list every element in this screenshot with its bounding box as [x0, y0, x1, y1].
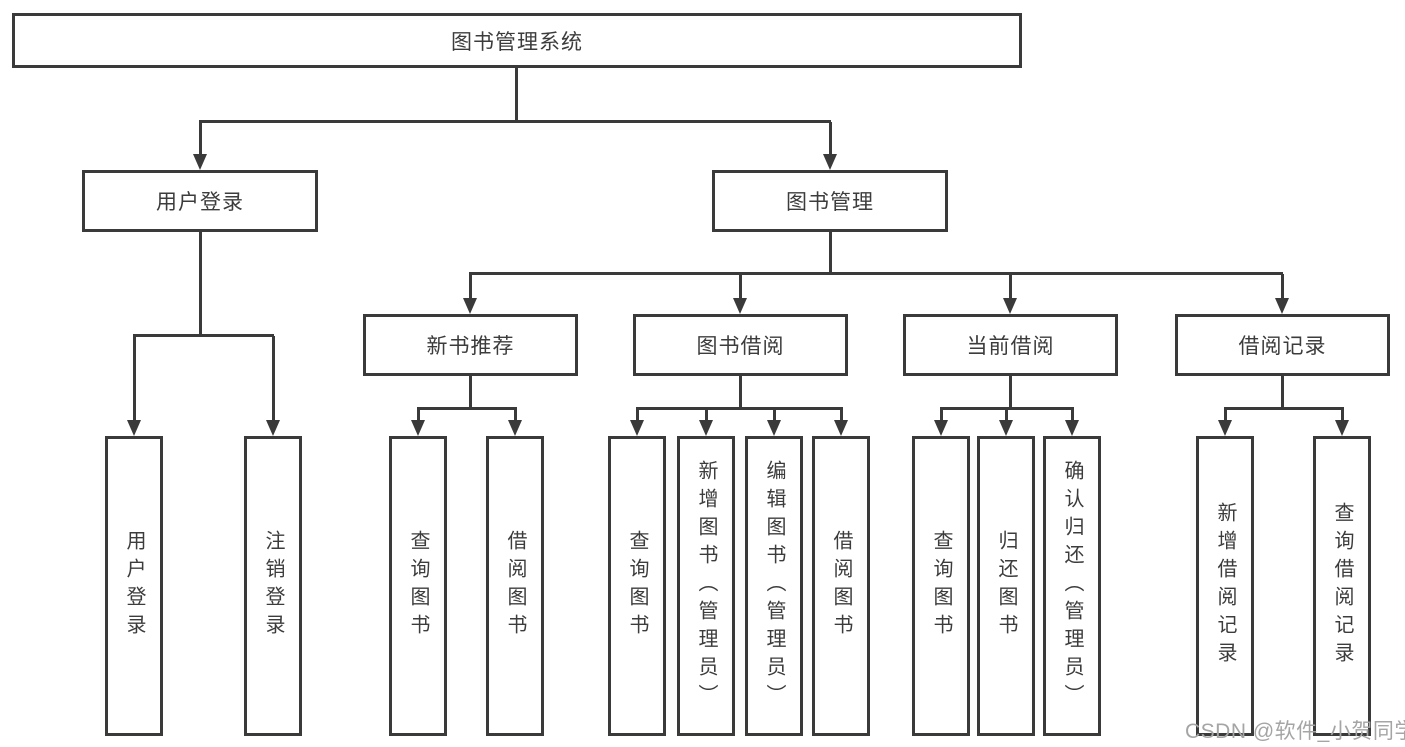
leaf-query-books: 查询图书 [389, 436, 447, 736]
arrow-down-icon [1065, 420, 1079, 436]
leaf-edit-books-admin: 编辑图书（管理员） [745, 436, 803, 736]
arrow-down-icon [699, 420, 713, 436]
arrow-down-icon [999, 420, 1013, 436]
arrow-down-icon [463, 298, 477, 314]
connector-drop [1224, 410, 1227, 421]
connector-branch [1224, 407, 1344, 410]
arrow-down-icon [934, 420, 948, 436]
leaf-add-books-admin: 新增图书（管理员） [677, 436, 735, 736]
connector-branch [636, 407, 843, 410]
connector-drop [1005, 410, 1008, 421]
arrow-down-icon [411, 420, 425, 436]
connector-user-login-drop [199, 122, 202, 155]
connector-drop [469, 274, 472, 300]
connector-drop [1341, 410, 1344, 421]
node-library-management-system: 图书管理系统 [12, 13, 1022, 68]
leaf-add-borrow-record: 新增借阅记录 [1196, 436, 1254, 736]
connector-branch [417, 407, 517, 410]
connector-user-login-stub [199, 232, 202, 336]
leaf-borrow-books: 借阅图书 [486, 436, 544, 736]
arrow-down-icon [823, 154, 837, 170]
node-new-book-recommend: 新书推荐 [363, 314, 578, 376]
node-label: 图书管理 [786, 191, 874, 214]
connector-drop [514, 410, 517, 421]
connector-book-mgmt-drop [829, 122, 832, 155]
connector-drop [636, 410, 639, 421]
connector-root-stub [515, 68, 518, 122]
connector-drop [133, 336, 136, 421]
connector-level3-branch [469, 272, 1283, 275]
leaf-user-login: 用户登录 [105, 436, 163, 736]
leaf-borrow-books: 借阅图书 [812, 436, 870, 736]
leaf-query-borrow-record: 查询借阅记录 [1313, 436, 1371, 736]
arrow-down-icon [733, 298, 747, 314]
node-borrow-records: 借阅记录 [1175, 314, 1390, 376]
arrow-down-icon [834, 420, 848, 436]
arrow-down-icon [1003, 298, 1017, 314]
arrow-down-icon [1335, 420, 1349, 436]
connector-book-mgmt-stub [829, 232, 832, 274]
arrow-down-icon [127, 420, 141, 436]
csdn-watermark: CSDN @软件_小贺同学 [1185, 720, 1405, 743]
connector-drop [739, 274, 742, 300]
node-user-login: 用户登录 [82, 170, 318, 232]
connector-drop [272, 336, 275, 421]
connector-stub [739, 376, 742, 409]
node-label: 当前借阅 [966, 335, 1055, 358]
arrow-down-icon [1275, 298, 1289, 314]
connector-drop [840, 410, 843, 421]
node-book-management: 图书管理 [712, 170, 948, 232]
arrow-down-icon [1218, 420, 1232, 436]
node-current-borrow: 当前借阅 [903, 314, 1118, 376]
leaf-query-books: 查询图书 [912, 436, 970, 736]
arrow-down-icon [767, 420, 781, 436]
connector-drop [705, 410, 708, 421]
connector-branch [940, 407, 1074, 410]
node-book-borrow: 图书借阅 [633, 314, 848, 376]
connector-stub [1281, 376, 1284, 409]
connector-user-login-branch [133, 334, 274, 337]
connector-drop [773, 410, 776, 421]
arrow-down-icon [193, 154, 207, 170]
leaf-return-books: 归还图书 [977, 436, 1035, 736]
node-label: 图书管理系统 [451, 30, 583, 54]
connector-stub [469, 376, 472, 409]
connector-level2-branch [199, 120, 831, 123]
node-label: 新书推荐 [426, 335, 515, 358]
node-label: 图书借阅 [696, 335, 785, 358]
arrow-down-icon [508, 420, 522, 436]
connector-stub [1009, 376, 1012, 409]
connector-drop [1281, 274, 1284, 300]
node-label: 用户登录 [156, 191, 244, 214]
connector-drop [1071, 410, 1074, 421]
leaf-logout: 注销登录 [244, 436, 302, 736]
connector-drop [417, 410, 420, 421]
arrow-down-icon [266, 420, 280, 436]
connector-drop [940, 410, 943, 421]
node-label: 借阅记录 [1238, 335, 1327, 358]
arrow-down-icon [630, 420, 644, 436]
leaf-query-books: 查询图书 [608, 436, 666, 736]
connector-drop [1009, 274, 1012, 300]
leaf-confirm-return-admin: 确认归还（管理员） [1043, 436, 1101, 736]
